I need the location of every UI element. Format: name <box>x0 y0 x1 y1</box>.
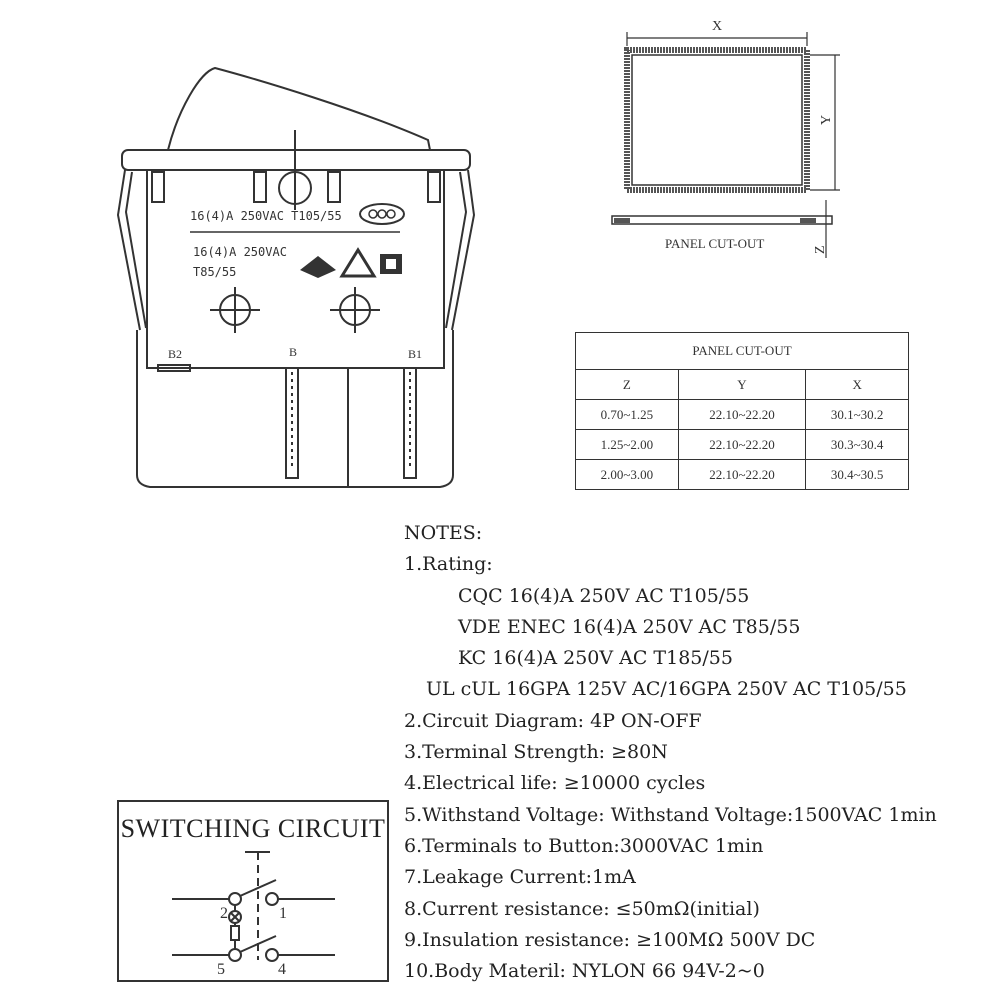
switching-circuit-title: SWITCHING CIRCUIT <box>120 814 386 843</box>
right-clip <box>451 169 476 331</box>
table-cell: 22.10~22.20 <box>677 429 807 460</box>
note-line: 6.Terminals to Button:3000VAC 1min <box>404 834 764 857</box>
terminal-pin-b <box>285 367 299 479</box>
rating-label-1: 16(4)A 250VAC T105/55 <box>190 209 342 223</box>
note-line: UL cUL 16GPA 125V AC/16GPA 250V AC T105/… <box>426 678 907 701</box>
table-cell: 2.00~3.00 <box>575 459 679 490</box>
note-line: 7.Leakage Current:1mA <box>404 866 636 889</box>
table-row: 2.00~3.00 22.10~22.20 30.4~30.5 <box>575 459 909 490</box>
lower-body <box>136 330 454 488</box>
table-cell: 30.1~30.2 <box>805 399 909 430</box>
terminal-label-b2: B2 <box>168 347 182 361</box>
terminal-pin-b1 <box>403 367 417 479</box>
pin-label-2: 2 <box>220 905 228 922</box>
terminal-label-b1: B1 <box>408 347 422 361</box>
note-line: KC 16(4)A 250V AC T185/55 <box>458 647 733 670</box>
dim-z-label: Z <box>813 245 828 254</box>
note-line: 5.Withstand Voltage: Withstand Voltage:1… <box>404 803 937 826</box>
pin-label-1: 1 <box>279 905 287 922</box>
note-line: 10.Body Materil: NYLON 66 94V-2~0 <box>404 960 765 983</box>
table-cell: 0.70~1.25 <box>575 399 679 430</box>
table-title-row: PANEL CUT-OUT <box>575 332 909 370</box>
certification-marks <box>300 203 405 278</box>
note-line: 2.Circuit Diagram: 4P ON-OFF <box>404 709 702 732</box>
table-row: 1.25~2.00 22.10~22.20 30.3~30.4 <box>575 429 909 460</box>
table-cell: 30.3~30.4 <box>805 429 909 460</box>
cqc-mark-icon <box>359 203 405 225</box>
note-line: 8.Current resistance: ≤50mΩ(initial) <box>404 897 760 920</box>
note-line: 3.Terminal Strength: ≥80N <box>404 741 668 764</box>
table-cell: 22.10~22.20 <box>677 459 807 490</box>
terminal-label-b: B <box>289 345 297 359</box>
dim-x-label: X <box>712 19 722 34</box>
table-title: PANEL CUT-OUT <box>575 332 909 370</box>
note-line: 9.Insulation resistance: ≥100MΩ 500V DC <box>404 928 816 951</box>
pin-label-5: 5 <box>217 961 225 978</box>
switching-circuit-schematic <box>172 851 335 962</box>
rocker-switch-drawing <box>116 66 476 488</box>
note-line: 1.Rating: <box>404 553 493 576</box>
col-header-x: X <box>805 369 909 400</box>
table-cell: 1.25~2.00 <box>575 429 679 460</box>
dim-y-label: Y <box>819 115 834 125</box>
col-header-y: Y <box>677 369 807 400</box>
panel-cutout-caption: PANEL CUT-OUT <box>665 236 764 251</box>
rocker-cap <box>167 66 431 151</box>
note-line: CQC 16(4)A 250V AC T105/55 <box>458 584 750 607</box>
rating-label-2: 16(4)A 250VAC <box>193 245 287 259</box>
table-cell: 30.4~30.5 <box>805 459 909 490</box>
panel-cutout-table: PANEL CUT-OUT Z Y X 0.70~1.25 22.10~22.2… <box>575 332 909 490</box>
rating-label-3: T85/55 <box>193 265 236 279</box>
col-header-z: Z <box>575 369 679 400</box>
note-line: VDE ENEC 16(4)A 250V AC T85/55 <box>458 615 801 638</box>
panel-cutout-drawing <box>611 32 840 258</box>
notes-heading: NOTES: <box>404 522 483 544</box>
table-cell: 22.10~22.20 <box>677 399 807 430</box>
table-row: 0.70~1.25 22.10~22.20 30.1~30.2 <box>575 399 909 430</box>
vde-mark-icon <box>300 256 336 278</box>
note-line: 4.Electrical life: ≥10000 cycles <box>404 772 706 795</box>
pin-label-4: 4 <box>278 961 286 978</box>
switching-circuit-frame: SWITCHING CIRCUIT <box>117 800 389 982</box>
notes-section: NOTES: 1.Rating: CQC 16(4)A 250V AC T105… <box>404 518 994 987</box>
enec-mark-icon <box>339 247 377 278</box>
table-header-row: Z Y X <box>575 369 909 400</box>
left-clip <box>116 169 141 331</box>
